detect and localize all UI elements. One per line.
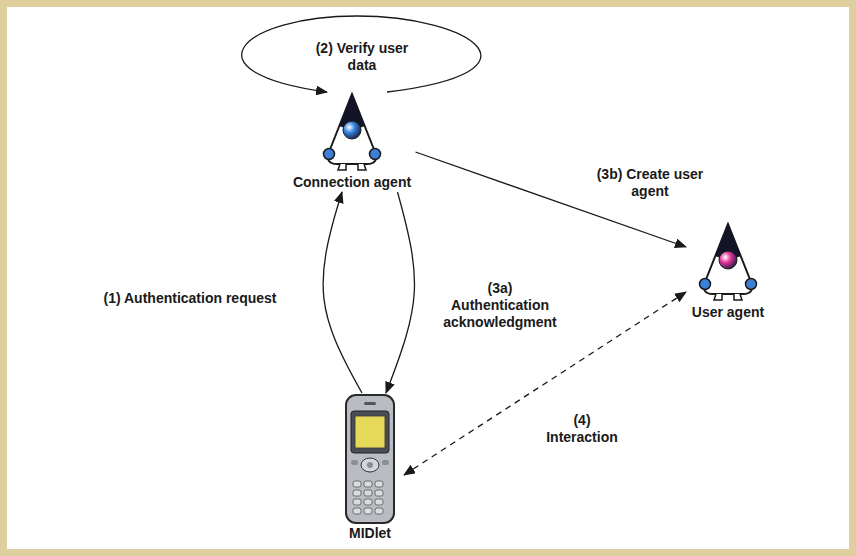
arrow-connector bbox=[386, 192, 415, 393]
user-agent: User agent bbox=[686, 222, 770, 321]
connection-agent: Connection agent bbox=[289, 92, 416, 191]
duke-figure bbox=[312, 92, 392, 174]
phone-figure bbox=[338, 393, 402, 525]
edge-label: (4) Interaction bbox=[536, 412, 628, 446]
edge-label: (1) Authentication request bbox=[101, 290, 279, 307]
arrow-connector bbox=[242, 16, 481, 92]
node-label: User agent bbox=[686, 304, 770, 321]
midlet-phone: MIDlet bbox=[336, 393, 404, 542]
edge-label: (2) Verify user data bbox=[302, 40, 422, 74]
arrow-connector bbox=[323, 192, 362, 393]
duke-figure bbox=[688, 222, 768, 304]
edge-label: (3b) Create user agent bbox=[583, 166, 718, 200]
node-label: Connection agent bbox=[289, 174, 416, 191]
edge-label: (3a) Authentication acknowledgment bbox=[438, 280, 563, 331]
node-label: MIDlet bbox=[336, 525, 404, 542]
